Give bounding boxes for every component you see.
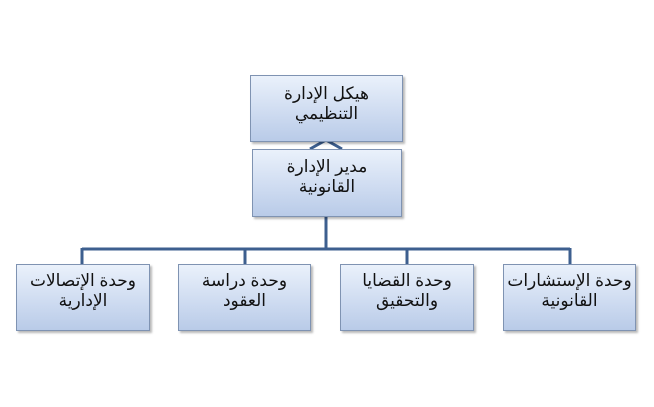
unit-contracts-study-line-2: العقود	[222, 291, 267, 310]
org-title-line-2: التنظيمي	[294, 104, 359, 123]
unit-legal-consultations-box: وحدة الإستشارات القانونية	[503, 264, 636, 331]
unit-cases-investigation-line-1: وحدة القضايا	[362, 271, 452, 290]
unit-contracts-study-line-1: وحدة دراسة	[201, 271, 288, 290]
unit-cases-investigation-line-2: والتحقيق	[375, 291, 439, 310]
manager-line-1: مدير الإدارة	[286, 157, 368, 176]
org-title-box: هيكل الإدارة التنظيمي	[250, 75, 403, 142]
unit-legal-consultations-line-2: القانونية	[541, 291, 598, 310]
unit-contracts-study-box: وحدة دراسة العقود	[178, 264, 311, 331]
manager-line-2: القانونية	[298, 177, 356, 196]
manager-box: مدير الإدارة القانونية	[252, 149, 402, 217]
unit-cases-investigation-box: وحدة القضايا والتحقيق	[340, 264, 474, 331]
unit-legal-consultations-line-1: وحدة الإستشارات	[507, 271, 632, 290]
unit-admin-communications-line-2: الإدارية	[58, 291, 108, 310]
org-title-line-1: هيكل الإدارة	[284, 84, 369, 103]
unit-admin-communications-box: وحدة الإتصالات الإدارية	[16, 264, 150, 331]
unit-admin-communications-line-1: وحدة الإتصالات	[29, 271, 137, 290]
